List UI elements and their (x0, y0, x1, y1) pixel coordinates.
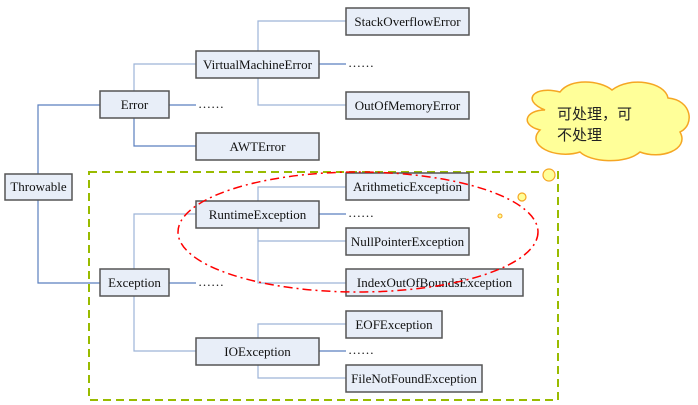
node-error: Error (99, 90, 170, 119)
svg-text:Exception: Exception (108, 275, 161, 290)
svg-text:AWTError: AWTError (230, 139, 287, 154)
connectors (37, 20, 346, 379)
node-runtime-exception: RuntimeException (195, 200, 320, 229)
runtime-exception-highlight (177, 171, 539, 293)
cloud-callout: 可处理，可 不处理 (497, 81, 690, 219)
checked-exception-group-border (88, 171, 559, 401)
node-null-pointer-exception: NullPointerException (345, 227, 470, 256)
node-index-out-of-bounds-exception: IndexOutOfBoundsException (345, 268, 524, 297)
svg-text:StackOverflowError: StackOverflowError (354, 14, 461, 29)
svg-text:VirtualMachineError: VirtualMachineError (203, 57, 313, 72)
svg-text:NullPointerException: NullPointerException (351, 234, 465, 249)
node-io-exception: IOException (195, 337, 320, 366)
ellipsis-exception: …… (198, 274, 224, 289)
node-eof-exception: EOFException (345, 310, 443, 339)
ellipsis-vme: …… (348, 55, 374, 70)
svg-text:ArithmeticException: ArithmeticException (353, 179, 463, 194)
ellipsis-runtime: …… (348, 205, 374, 220)
svg-text:IndexOutOfBoundsException: IndexOutOfBoundsException (357, 275, 513, 290)
node-awt-error: AWTError (195, 132, 320, 161)
ellipsis-io: …… (348, 342, 374, 357)
svg-text:Throwable: Throwable (10, 179, 67, 194)
node-virtual-machine-error: VirtualMachineError (195, 50, 320, 79)
svg-text:EOFException: EOFException (355, 317, 433, 332)
node-stack-overflow-error: StackOverflowError (345, 7, 470, 36)
callout-line-1: 可处理，可 (557, 105, 632, 123)
node-exception: Exception (99, 268, 170, 297)
svg-text:OutOfMemoryError: OutOfMemoryError (355, 98, 461, 113)
node-throwable: Throwable (4, 173, 73, 201)
svg-text:FileNotFoundException: FileNotFoundException (351, 371, 477, 386)
svg-text:Error: Error (121, 97, 149, 112)
node-out-of-memory-error: OutOfMemoryError (345, 91, 470, 120)
ellipsis-error: …… (198, 96, 224, 111)
svg-text:IOException: IOException (224, 344, 291, 359)
node-file-not-found-exception: FileNotFoundException (345, 364, 483, 393)
node-arithmetic-exception: ArithmeticException (345, 172, 470, 201)
svg-text:RuntimeException: RuntimeException (209, 207, 307, 222)
callout-line-2: 不处理 (557, 126, 602, 144)
